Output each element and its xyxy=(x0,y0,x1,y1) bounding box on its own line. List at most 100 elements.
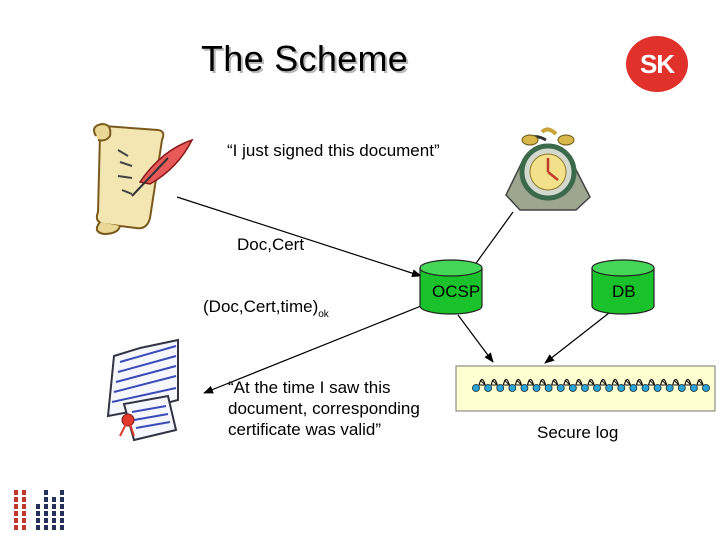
validity-quote-line-3: certificate was valid” xyxy=(228,420,382,439)
chain-arrowhead xyxy=(588,379,596,386)
chain-arrowhead xyxy=(539,379,547,386)
chain-node xyxy=(520,384,529,392)
secure-log-label: Secure log xyxy=(537,423,619,442)
footer-logo-mark xyxy=(22,490,26,495)
chain-link xyxy=(696,378,704,386)
validity-quote-line-1: “At the time I saw this xyxy=(228,378,391,397)
chain-node xyxy=(568,384,577,392)
alarm-clock-icon xyxy=(505,127,591,211)
footer-logo-mark xyxy=(22,518,26,523)
chain-link xyxy=(647,378,656,386)
chain-node xyxy=(544,384,553,392)
chain-arrowhead xyxy=(551,379,559,386)
chain-arrowhead xyxy=(636,379,644,386)
chain-arrowhead xyxy=(624,379,632,386)
scroll-quill-icon xyxy=(93,122,194,236)
chain-node xyxy=(702,384,710,392)
footer-logo-mark xyxy=(60,497,64,502)
chain-node xyxy=(532,384,541,392)
footer-logo-mark xyxy=(36,511,40,516)
chain-node xyxy=(689,384,698,392)
doc-cert-label: Doc,Cert xyxy=(237,235,305,254)
chain-arrowhead xyxy=(503,379,511,386)
chain-arrowhead xyxy=(697,379,705,386)
db-cylinder xyxy=(591,259,655,315)
chain-arrowhead xyxy=(527,379,535,386)
validity-quote: “At the time I saw this document, corres… xyxy=(228,377,420,440)
footer-logo-icon xyxy=(14,490,64,530)
arrow-signer-to-ocsp xyxy=(176,196,422,278)
chain-link xyxy=(660,378,668,386)
footer-logo-mark xyxy=(60,504,64,509)
footer-logo-mark xyxy=(36,504,40,509)
chain-link xyxy=(611,378,619,386)
footer-logo-mark xyxy=(22,525,26,530)
footer-logo-mark xyxy=(22,504,26,509)
footer-logo-mark xyxy=(14,504,18,509)
response-label: (Doc,Cert,time)ok xyxy=(203,297,329,320)
footer-logo-mark xyxy=(52,518,56,523)
chain-link xyxy=(623,378,631,386)
chain-arrowhead xyxy=(684,379,693,386)
chain-arrowhead xyxy=(648,379,656,386)
chain-link xyxy=(684,378,692,386)
chain-node xyxy=(677,384,686,392)
footer-logo-mark xyxy=(44,490,48,495)
chain-arrowhead xyxy=(515,379,523,386)
ocsp-label: OCSP xyxy=(432,282,481,301)
chain-link xyxy=(490,378,498,386)
footer-logo-mark xyxy=(52,504,56,509)
chain-node xyxy=(653,384,662,392)
chain-link xyxy=(502,378,510,386)
response-label-main: (Doc,Cert,time) xyxy=(203,297,319,316)
chain-node xyxy=(484,384,493,392)
footer-logo-mark xyxy=(14,490,18,495)
chain-link xyxy=(672,378,680,386)
arrow-ocsp-to-log xyxy=(457,314,494,363)
chain-node xyxy=(556,384,565,392)
arrow-ocsp-to-reader xyxy=(203,299,437,394)
page-title: The Scheme xyxy=(201,38,409,79)
chain-link xyxy=(551,378,559,386)
chain-link xyxy=(478,378,486,386)
chain-arrowhead xyxy=(612,379,620,386)
footer-logo-mark xyxy=(36,518,40,523)
chain-link xyxy=(587,378,595,386)
footer-logo-mark xyxy=(44,497,48,502)
arrow-db-to-log xyxy=(544,312,610,364)
chain-arrowhead xyxy=(563,379,572,386)
chain-link xyxy=(526,378,535,386)
chain-link xyxy=(514,378,522,386)
chain-node xyxy=(581,384,589,392)
validity-quote-line-2: document, corresponding xyxy=(228,399,420,418)
chain-node xyxy=(617,384,626,392)
footer-logo-mark xyxy=(36,525,40,530)
response-label-subscript: ok xyxy=(318,309,329,320)
footer-logo-mark xyxy=(22,511,26,516)
line-clock-to-ocsp xyxy=(473,211,514,267)
chain-node xyxy=(605,384,614,392)
footer-logo-mark xyxy=(52,511,56,516)
chain-node xyxy=(593,384,601,392)
footer-logo-mark xyxy=(60,490,64,495)
chain-node xyxy=(472,384,480,392)
chain-node xyxy=(665,384,674,392)
footer-logo-mark xyxy=(14,497,18,502)
chain-link xyxy=(635,378,644,386)
footer-logo-mark xyxy=(60,525,64,530)
signed-quote: “I just signed this document” xyxy=(227,141,440,160)
db-label: DB xyxy=(612,282,636,301)
chain-link xyxy=(575,378,583,386)
footer-logo-mark xyxy=(22,497,26,502)
footer-logo-mark xyxy=(44,511,48,516)
sk-logo: SK xyxy=(626,36,688,92)
open-book-icon xyxy=(106,338,179,442)
footer-logo-mark xyxy=(52,525,56,530)
chain-node xyxy=(641,384,650,392)
chain-arrowhead xyxy=(491,379,499,386)
footer-logo-mark xyxy=(14,525,18,530)
ocsp-cylinder xyxy=(419,259,483,315)
chain-node xyxy=(629,384,638,392)
footer-logo-mark xyxy=(44,518,48,523)
